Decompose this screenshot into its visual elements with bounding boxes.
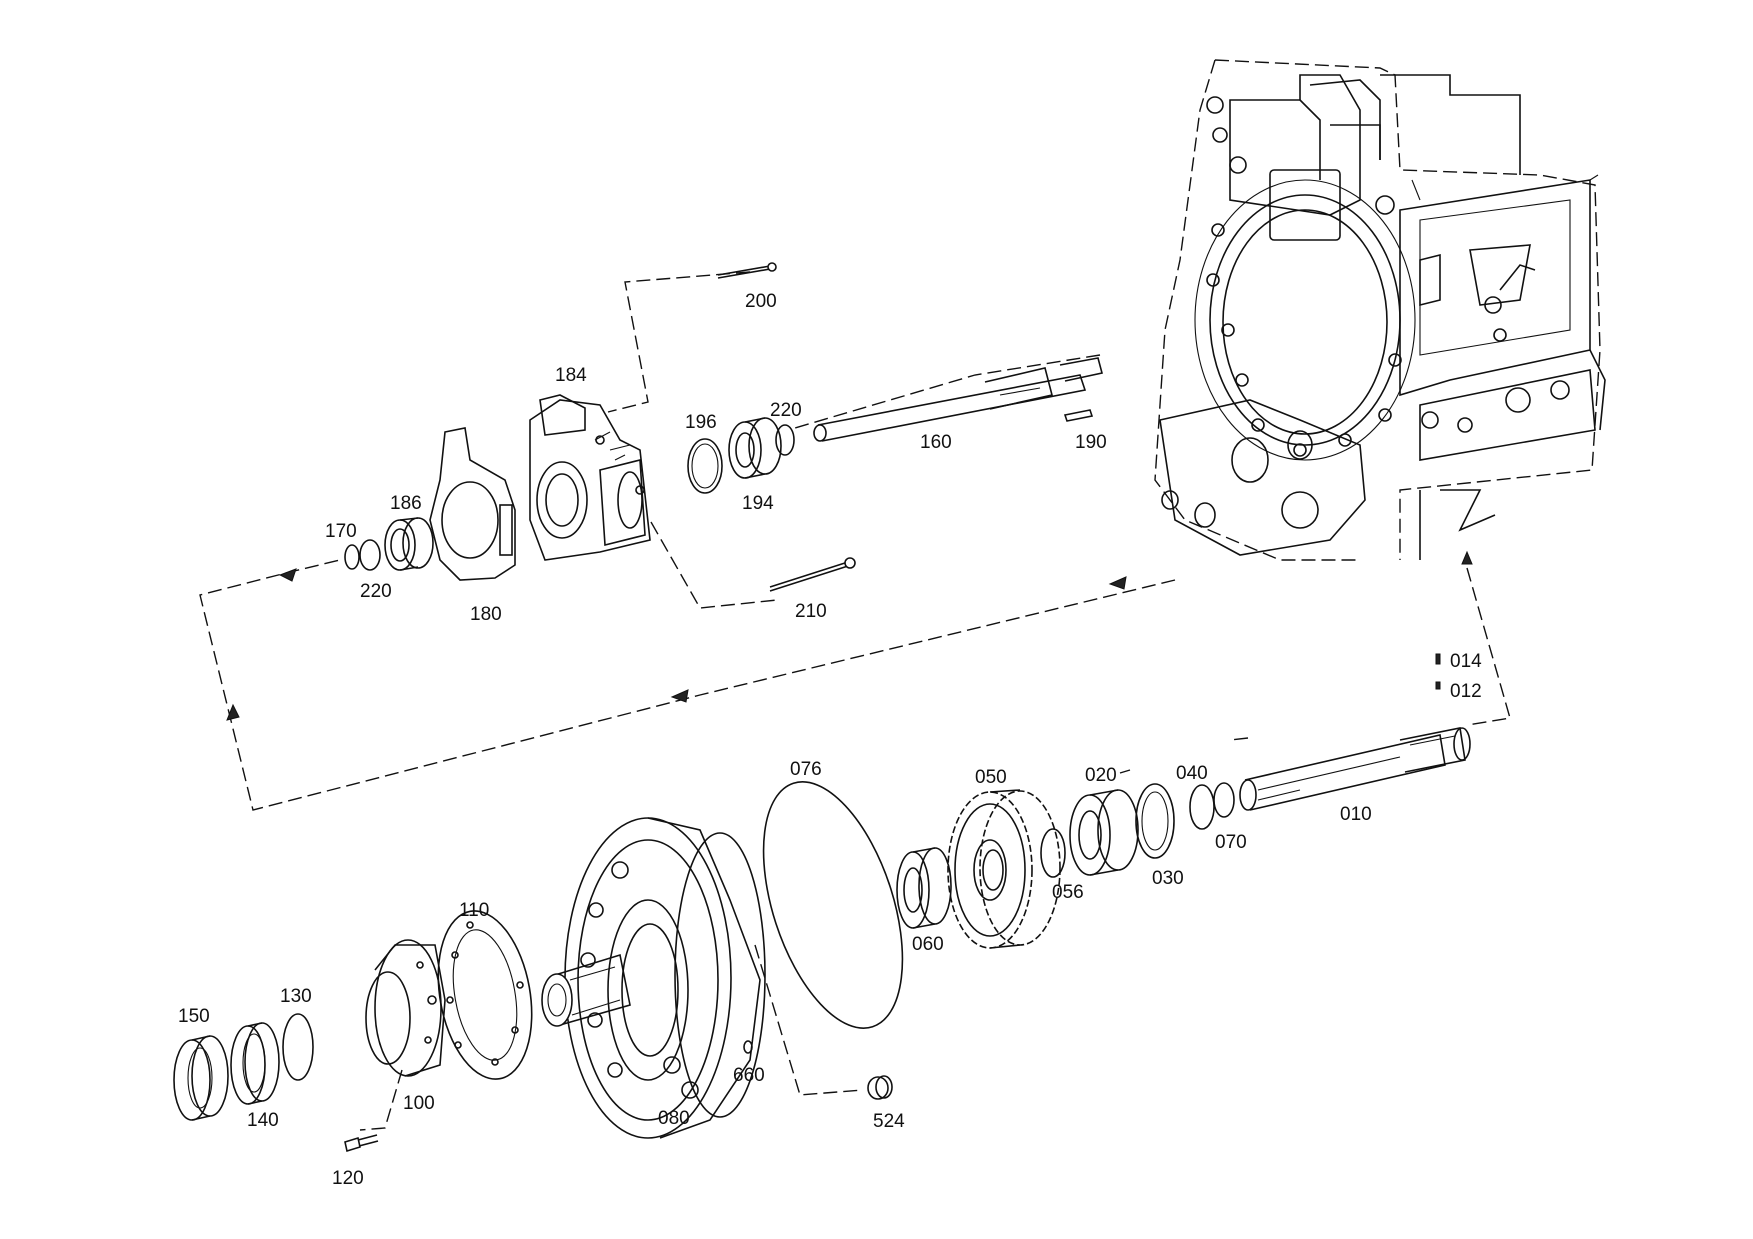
part-184-pump-housing (529, 394, 651, 561)
label-120: 120 (332, 1168, 364, 1189)
part-060-bearing (896, 847, 952, 929)
part-070-ring (1213, 782, 1235, 818)
part-012-key (1435, 681, 1441, 690)
label-170: 170 (325, 521, 357, 542)
label-080: 080 (658, 1108, 690, 1129)
label-040: 040 (1176, 763, 1208, 784)
label-220-left: 220 (360, 581, 392, 602)
label-100: 100 (403, 1093, 435, 1114)
part-030-disc (1135, 783, 1175, 859)
label-020: 020 (1085, 765, 1117, 786)
part-660-ring (743, 1040, 753, 1054)
label-160: 160 (920, 432, 952, 453)
label-524: 524 (873, 1111, 905, 1132)
part-080-housing (541, 817, 766, 1139)
label-186: 186 (390, 493, 422, 514)
part-200-pin (717, 262, 777, 279)
part-220-ring-right (775, 424, 795, 456)
label-660: 660 (733, 1065, 765, 1086)
label-030: 030 (1152, 868, 1184, 889)
label-150: 150 (178, 1006, 210, 1027)
label-014: 014 (1450, 651, 1482, 672)
part-194-bearing (728, 417, 782, 479)
label-200: 200 (745, 291, 777, 312)
part-050-gear (947, 789, 1061, 949)
label-210: 210 (795, 601, 827, 622)
part-014-key (1435, 653, 1441, 665)
part-040-ring (1189, 784, 1215, 830)
label-194: 194 (742, 493, 774, 514)
label-012: 012 (1450, 681, 1482, 702)
label-196: 196 (685, 412, 717, 433)
label-180: 180 (470, 604, 502, 625)
label-184: 184 (555, 365, 587, 386)
label-076: 076 (790, 759, 822, 780)
part-056-ring (1040, 828, 1066, 878)
assembly-path-lines (199, 271, 1511, 1131)
part-186-bearing (384, 517, 434, 571)
label-110: 110 (459, 900, 489, 921)
part-010-shaft (1239, 727, 1471, 811)
part-100-cover (365, 939, 446, 1077)
label-220-right: 220 (770, 400, 802, 421)
part-196-ring (687, 438, 723, 494)
label-140: 140 (247, 1110, 279, 1131)
part-170-ring (344, 544, 360, 570)
part-160-shaft (813, 357, 1103, 442)
part-524-plug (867, 1075, 893, 1100)
label-010: 010 (1340, 804, 1372, 825)
part-140-bushing (230, 1022, 280, 1105)
part-120-bolt (344, 1134, 379, 1153)
transmission-housing (1154, 59, 1606, 561)
label-130: 130 (280, 986, 312, 1007)
label-060: 060 (912, 934, 944, 955)
label-056: 056 (1052, 882, 1084, 903)
part-130-ring (282, 1013, 314, 1081)
part-190-key (1063, 409, 1094, 422)
label-050: 050 (975, 767, 1007, 788)
part-150-bushing (173, 1035, 229, 1121)
part-220-ring-left (359, 539, 381, 571)
part-180-gasket (429, 427, 516, 581)
label-190: 190 (1075, 432, 1107, 453)
part-076-oring (762, 781, 904, 1029)
part-labels: 200 184 220 196 160 190 194 186 170 220 … (178, 291, 1482, 1189)
part-020-bearing (1069, 789, 1139, 876)
label-070: 070 (1215, 832, 1247, 853)
part-210-pin (769, 557, 856, 592)
